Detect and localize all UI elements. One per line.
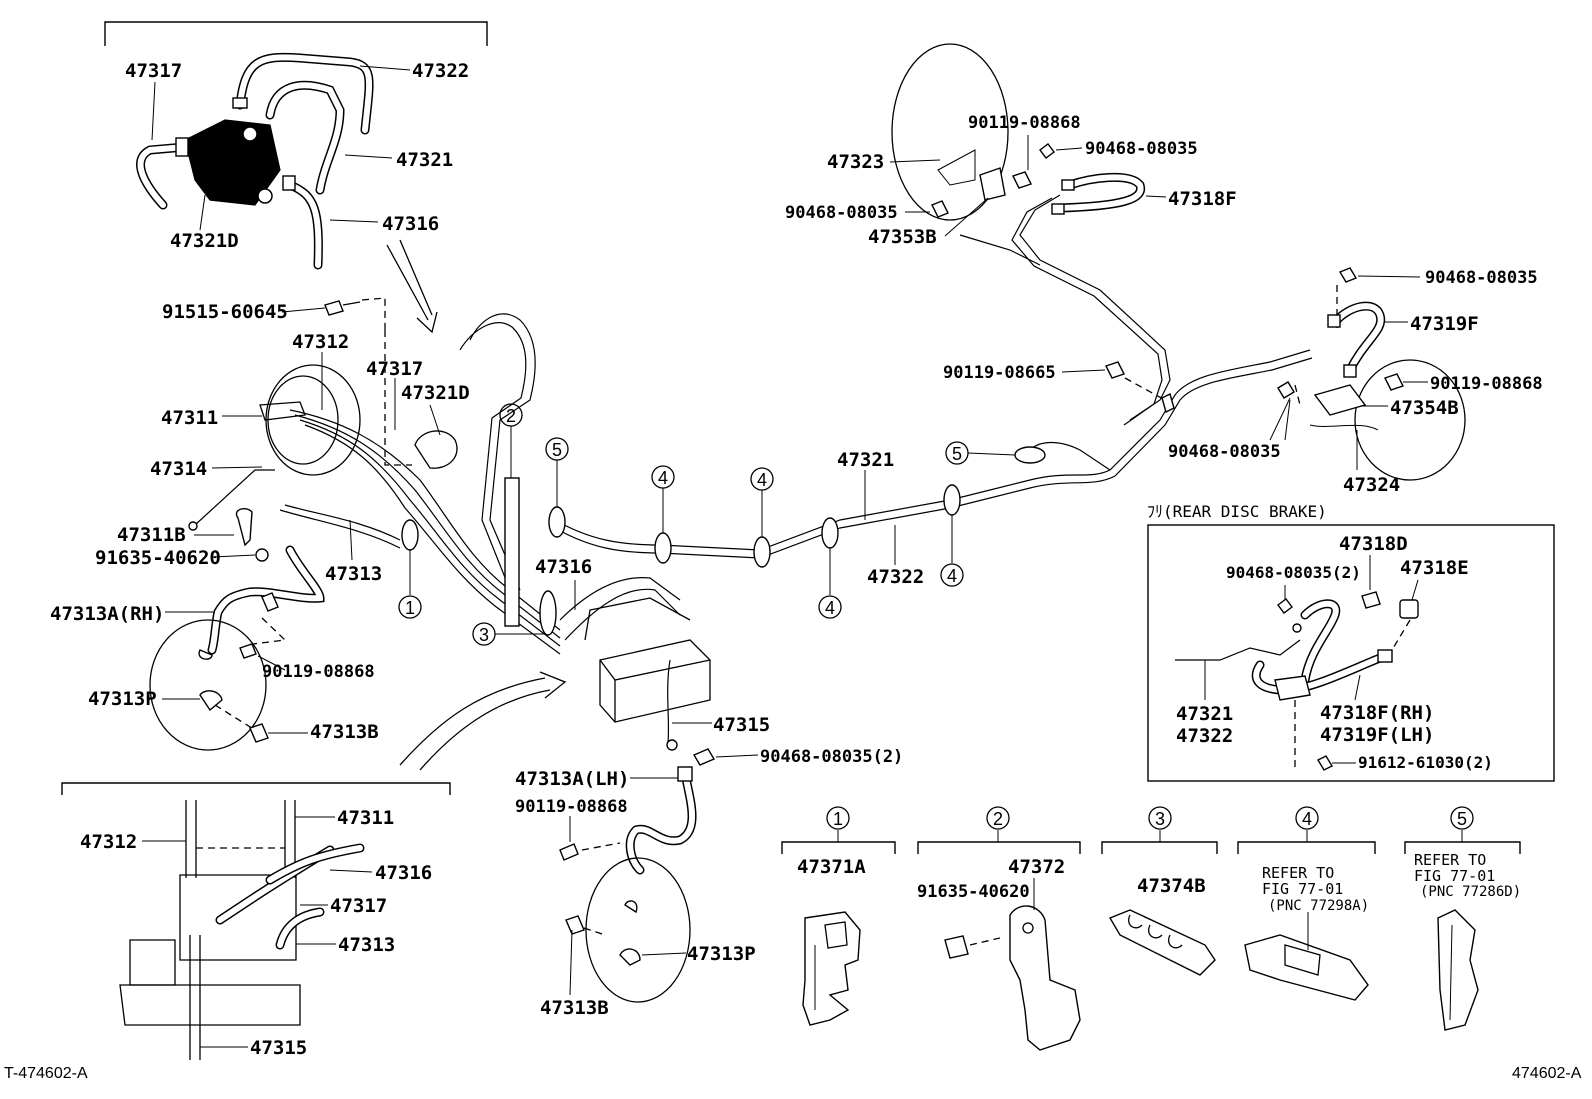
label-47321D-mid: 47321D	[401, 382, 470, 404]
label-box-47322: 47322	[1176, 725, 1233, 747]
label-47312-inset: 47312	[80, 831, 137, 853]
master-cylinder-area: 91515-60645 47312 47311 47314 47317 4732…	[50, 297, 561, 751]
label-47313: 47313	[325, 563, 382, 585]
callout-4b: 4	[757, 470, 767, 490]
label-47321D-top: 47321D	[170, 230, 239, 252]
clamp1-part: 47371A	[797, 856, 866, 878]
callout-4a: 4	[658, 468, 668, 488]
center-lines: 47316 47315 90468-08035(2) 47313A(LH) 90…	[399, 403, 903, 1019]
label-91635-40620-left: 91635-40620	[95, 547, 221, 569]
label-47313A-RH: 47313A(RH)	[50, 603, 164, 625]
label-47315: 47315	[713, 714, 770, 736]
label-47319F-LH: 47319F(LH)	[1320, 724, 1434, 746]
label-90468-tr2: 90468-08035	[785, 203, 898, 223]
label-47311: 47311	[161, 407, 218, 429]
label-90468-tr1: 90468-08035	[1085, 139, 1198, 159]
callout-1: 1	[405, 598, 415, 618]
label-47323: 47323	[827, 151, 884, 173]
label-47353B: 47353B	[868, 226, 937, 248]
footer-left: T-474602-A	[4, 1065, 88, 1082]
label-90119-08665: 90119-08665	[943, 363, 1056, 383]
label-47318F-RH: 47318F(RH)	[1320, 702, 1434, 724]
label-47354B: 47354B	[1390, 397, 1459, 419]
label-47316-inset: 47316	[375, 862, 432, 884]
label-47321-main: 47321	[837, 449, 894, 471]
callout-2-detail: 2	[993, 809, 1003, 829]
label-90468-box: 90468-08035(2)	[1226, 563, 1361, 582]
label-47321-top: 47321	[396, 149, 453, 171]
callout-5b: 5	[952, 444, 962, 464]
callout-3-detail: 3	[1155, 809, 1165, 829]
callout-4c: 4	[825, 598, 835, 618]
label-47313B-lower: 47313B	[540, 997, 609, 1019]
label-90119-08868-lower: 90119-08868	[515, 797, 628, 817]
label-47324: 47324	[1343, 474, 1400, 496]
clamp3-part: 47374B	[1137, 875, 1206, 897]
callout-numbers: 1 2 3 5 4 4 4 4 5 1 2 3 4 5	[405, 406, 1474, 830]
callout-4d: 4	[947, 566, 957, 586]
rear-disc-brake-box: ﾌﾘ(REAR DISC BRAKE) 47318D 90468-08035(2…	[1147, 502, 1555, 782]
valve-inset: 47317 47322 47321 47321D 47316	[104, 21, 488, 334]
label-47322-main: 47322	[867, 566, 924, 588]
label-47315-inset: 47315	[250, 1037, 307, 1059]
label-90119-08868-left: 90119-08868	[262, 662, 375, 682]
footer-right: 474602-A	[1512, 1065, 1582, 1082]
clamp2-bolt: 91635-40620	[917, 882, 1030, 902]
label-47312: 47312	[292, 331, 349, 353]
clamp4-ref2: FIG 77-01	[1262, 880, 1343, 898]
label-90468-r1: 90468-08035	[1425, 268, 1538, 288]
clamp4-ref3: (PNC 77298A)	[1268, 898, 1369, 914]
label-91515-60645: 91515-60645	[162, 301, 288, 323]
clamp4-ref1: REFER TO	[1262, 864, 1334, 882]
callout-2: 2	[506, 406, 516, 426]
callout-5-detail: 5	[1457, 809, 1467, 829]
label-90119-08868-r2: 90119-08868	[1430, 374, 1543, 394]
label-47319F: 47319F	[1410, 313, 1479, 335]
label-47314: 47314	[150, 458, 207, 480]
callout-5a: 5	[552, 440, 562, 460]
label-47318E: 47318E	[1400, 557, 1469, 579]
label-47317-inset: 47317	[330, 895, 387, 917]
label-47316-mid: 47316	[535, 556, 592, 578]
label-91612: 91612-61030(2)	[1358, 753, 1493, 772]
label-47313-inset: 47313	[338, 934, 395, 956]
clamp5-ref1: REFER TO	[1414, 851, 1486, 869]
label-47317-mid: 47317	[366, 358, 423, 380]
rear-left-area: 47323 90119-08868 90468-08035 90468-0803…	[785, 43, 1237, 414]
label-90468-r3: 90468-08035	[1168, 442, 1281, 462]
label-47311-inset: 47311	[337, 807, 394, 829]
clamp5-ref2: FIG 77-01	[1414, 867, 1495, 885]
callout-4-detail: 4	[1302, 809, 1312, 829]
label-47313P-lower: 47313P	[687, 943, 756, 965]
label-47313B-left: 47313B	[310, 721, 379, 743]
label-90119-08868-tr: 90119-08868	[968, 113, 1081, 133]
bottom-left-inset: 47312 47311 47316 47317 47313 47315	[61, 782, 451, 1060]
clamp2-part: 47372	[1008, 856, 1065, 878]
label-90468-mid: 90468-08035(2)	[760, 747, 903, 767]
label-box-47321: 47321	[1176, 703, 1233, 725]
rear-right-area: 90468-08035 47319F 90119-08868 47354B 90…	[1168, 267, 1543, 496]
label-47318D: 47318D	[1339, 533, 1408, 555]
rear-lines: 47321 47322	[398, 194, 1313, 646]
label-47318F: 47318F	[1168, 188, 1237, 210]
label-47317-top: 47317	[125, 60, 182, 82]
clamp5-ref3: (PNC 77286D)	[1420, 884, 1521, 900]
label-47313P-left: 47313P	[88, 688, 157, 710]
rear-disc-title: ﾌﾘ(REAR DISC BRAKE)	[1147, 502, 1327, 521]
callout-3: 3	[479, 625, 489, 645]
label-47313A-LH: 47313A(LH)	[515, 768, 629, 790]
label-47316-top: 47316	[382, 213, 439, 235]
label-47322-top: 47322	[412, 60, 469, 82]
label-47311B: 47311B	[117, 524, 186, 546]
callout-1-detail: 1	[833, 809, 843, 829]
clamp-details: 47371A 47372 91635-40620 47374B REFER TO…	[781, 830, 1521, 1051]
